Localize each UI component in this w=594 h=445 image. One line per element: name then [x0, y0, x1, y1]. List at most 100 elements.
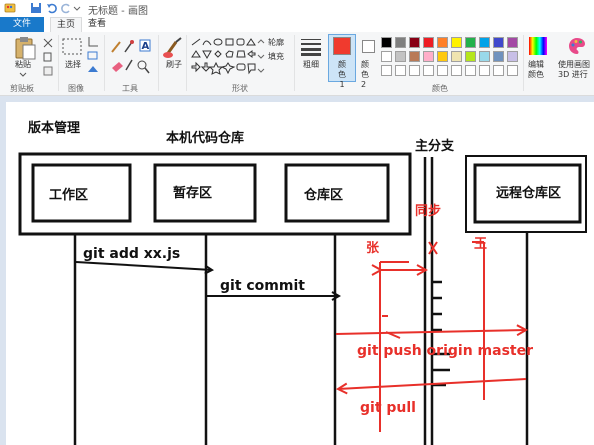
- palette-color-swatch[interactable]: [451, 51, 462, 62]
- repository-box: [284, 163, 390, 223]
- edit-colors-label[interactable]: 编辑颜色: [528, 60, 544, 79]
- remote-inner-box: [473, 163, 582, 224]
- tab-home[interactable]: 主页: [50, 17, 82, 33]
- redo-icon[interactable]: [60, 2, 72, 14]
- palette-color-swatch[interactable]: [493, 65, 504, 76]
- palette-color-swatch[interactable]: [437, 37, 448, 48]
- colors-group-label: 颜色: [432, 84, 448, 93]
- palette-color-swatch[interactable]: [423, 65, 434, 76]
- tab-file[interactable]: 文件: [0, 17, 44, 32]
- palette-color-swatch[interactable]: [465, 37, 476, 48]
- size-icon[interactable]: [300, 38, 322, 56]
- ribbon-tabs: 文件 主页 查看: [0, 17, 594, 33]
- color1-swatch[interactable]: [333, 37, 351, 55]
- divider: [294, 35, 295, 91]
- palette-color-swatch[interactable]: [409, 65, 420, 76]
- git-pull-arrow: [338, 378, 527, 389]
- git-add-arrow: [75, 261, 212, 270]
- ribbon: 粘贴 剪贴板 选择 图像 A 工具 刷子: [0, 32, 594, 96]
- palette-color-swatch[interactable]: [409, 37, 420, 48]
- commit-ticks: [432, 280, 450, 387]
- palette-color-swatch[interactable]: [395, 65, 406, 76]
- palette-color-swatch[interactable]: [465, 65, 476, 76]
- workspace-label: 工作区: [49, 188, 89, 203]
- local-repo-label: 本机代码仓库: [166, 131, 245, 146]
- palette-color-swatch[interactable]: [465, 51, 476, 62]
- shape-outline-label[interactable]: 轮廓: [268, 38, 284, 47]
- save-icon[interactable]: [30, 2, 42, 14]
- palette-color-swatch[interactable]: [381, 37, 392, 48]
- palette-color-swatch[interactable]: [409, 51, 420, 62]
- shape-fill-label[interactable]: 填充: [268, 52, 284, 61]
- git-add-label: git add xx.js: [83, 246, 181, 262]
- divider: [186, 35, 187, 91]
- main-branch-label: 主分支: [415, 139, 455, 154]
- shapes-scroll-icon[interactable]: [256, 37, 266, 77]
- divider: [104, 35, 105, 91]
- staging-box: [153, 163, 257, 223]
- crop-resize-rotate-icons[interactable]: [86, 36, 100, 80]
- diagram-drawing: [18, 152, 587, 445]
- palette-color-swatch[interactable]: [507, 51, 518, 62]
- svg-text:A: A: [142, 41, 150, 52]
- divider: [158, 35, 159, 91]
- palette-color-swatch[interactable]: [437, 65, 448, 76]
- palette-color-swatch[interactable]: [395, 37, 406, 48]
- size-label[interactable]: 粗细: [303, 60, 319, 69]
- edit-colors-icon[interactable]: [529, 37, 547, 55]
- paste-dropdown-icon[interactable]: [19, 72, 27, 78]
- zhang-label: 张: [366, 241, 380, 256]
- paint3d-icon[interactable]: [568, 37, 586, 55]
- palette-color-swatch[interactable]: [381, 51, 392, 62]
- palette-color-swatch[interactable]: [395, 51, 406, 62]
- palette-color-swatch[interactable]: [507, 37, 518, 48]
- tools-icons[interactable]: A: [110, 38, 152, 76]
- sync-label: 同步: [415, 204, 442, 219]
- customize-quick-access-icon[interactable]: [73, 2, 81, 14]
- palette-color-swatch[interactable]: [437, 51, 448, 62]
- drawing-canvas[interactable]: 版本管理 本机代码仓库 工作区 暂存区 仓库区 主分支 远程仓库区 同步 张 王…: [6, 102, 594, 445]
- git-push-label: git push origin master: [357, 343, 533, 359]
- git-push-arrow: [335, 330, 526, 334]
- undo-icon[interactable]: [46, 2, 58, 14]
- palette-color-swatch[interactable]: [451, 65, 462, 76]
- diagram-title: 版本管理: [28, 121, 81, 136]
- title-bar: 无标题 - 画图: [0, 0, 594, 18]
- wang-label: 王: [474, 237, 488, 252]
- shapes-gallery[interactable]: [190, 37, 256, 77]
- select-icon[interactable]: [62, 38, 82, 56]
- select-button-label[interactable]: 选择: [65, 60, 81, 69]
- paste-icon[interactable]: [14, 36, 36, 60]
- shapes-group-label: 形状: [232, 84, 248, 93]
- color2-label[interactable]: 颜色 2: [361, 60, 369, 89]
- paste-button-label[interactable]: 粘贴: [15, 60, 31, 69]
- divider: [58, 35, 59, 91]
- palette-color-swatch[interactable]: [479, 37, 490, 48]
- palette-color-swatch[interactable]: [381, 65, 392, 76]
- window-title: 无标题 - 画图: [88, 6, 148, 17]
- palette-color-swatch[interactable]: [479, 51, 490, 62]
- canvas-workspace: 版本管理 本机代码仓库 工作区 暂存区 仓库区 主分支 远程仓库区 同步 张 王…: [0, 96, 594, 445]
- tab-view[interactable]: 查看: [87, 19, 106, 29]
- palette-color-swatch[interactable]: [493, 37, 504, 48]
- image-group-label: 图像: [68, 84, 84, 93]
- brushes-label[interactable]: 刷子: [166, 60, 182, 69]
- palette-color-swatch[interactable]: [451, 37, 462, 48]
- divider: [523, 35, 524, 91]
- cut-copy-icons[interactable]: [42, 37, 54, 77]
- palette-color-swatch[interactable]: [507, 65, 518, 76]
- staging-label: 暂存区: [173, 186, 213, 201]
- workspace-box: [31, 163, 132, 223]
- color1-label[interactable]: 颜色 1: [338, 60, 346, 89]
- color2-swatch[interactable]: [362, 40, 375, 53]
- palette-color-swatch[interactable]: [479, 65, 490, 76]
- local-repo-frame: [18, 152, 412, 236]
- remote-label: 远程仓库区: [496, 186, 562, 201]
- git-commit-label: git commit: [220, 278, 305, 294]
- palette-color-swatch[interactable]: [423, 51, 434, 62]
- palette-color-swatch[interactable]: [423, 37, 434, 48]
- brushes-icon[interactable]: [162, 36, 184, 60]
- palette-color-swatch[interactable]: [493, 51, 504, 62]
- tools-group-label: 工具: [122, 84, 138, 93]
- paint3d-label[interactable]: 使用画图 3D 进行编辑: [558, 60, 590, 79]
